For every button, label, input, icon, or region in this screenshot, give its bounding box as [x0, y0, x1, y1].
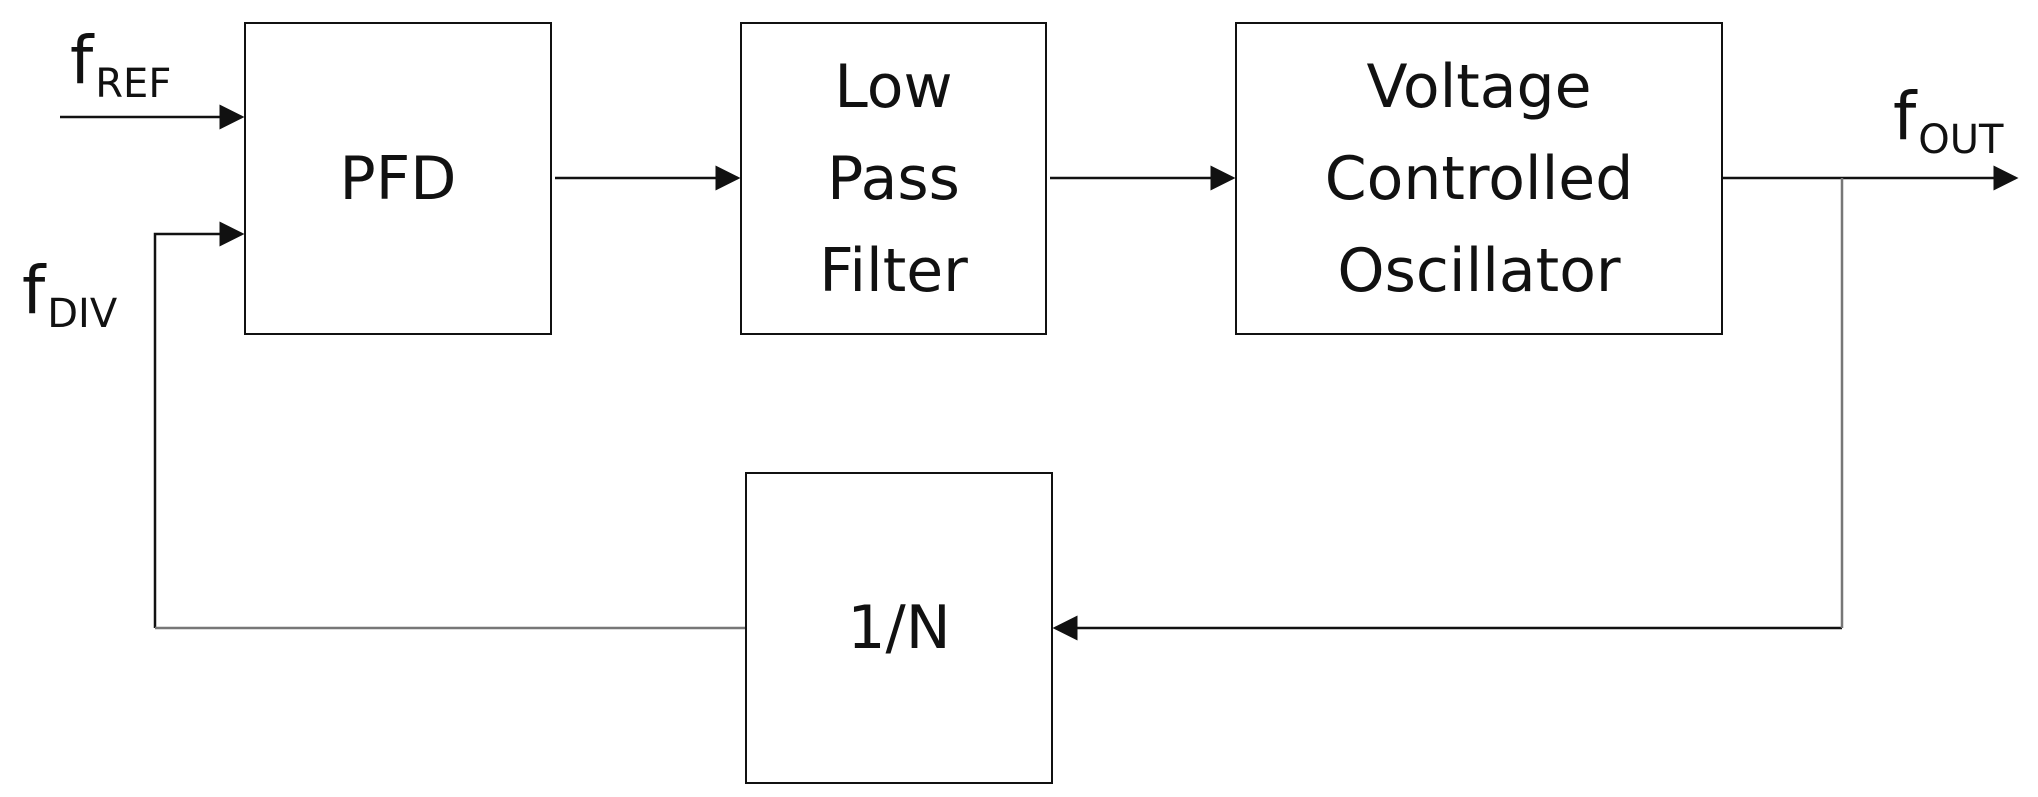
vco-label-line-3: Oscillator — [1337, 235, 1621, 306]
lpf-label-line-1: Low — [834, 51, 953, 122]
vco-block: Voltage Controlled Oscillator — [1235, 22, 1723, 335]
divider-block: 1/N — [745, 472, 1053, 784]
pfd-block: PFD — [244, 22, 552, 335]
f-ref-label: fREF — [70, 28, 172, 107]
f-ref-base: f — [70, 22, 94, 99]
vco-label-line-2: Controlled — [1324, 143, 1634, 214]
lpf-label-line-3: Filter — [819, 235, 968, 306]
f-div-base: f — [22, 252, 46, 329]
vco-label-line-1: Voltage — [1366, 51, 1592, 122]
f-out-label: fOUT — [1893, 84, 2004, 163]
f-out-sub: OUT — [1918, 117, 2004, 163]
f-div-label: fDIV — [22, 258, 118, 337]
low-pass-filter-block: Low Pass Filter — [740, 22, 1047, 335]
pfd-label: PFD — [339, 143, 457, 214]
divider-label: 1/N — [847, 593, 951, 663]
f-ref-sub: REF — [95, 61, 172, 107]
f-out-base: f — [1893, 78, 1917, 155]
div-input-line — [153, 221, 245, 628]
f-div-sub: DIV — [47, 291, 118, 337]
lpf-label-line-2: Pass — [827, 143, 960, 214]
